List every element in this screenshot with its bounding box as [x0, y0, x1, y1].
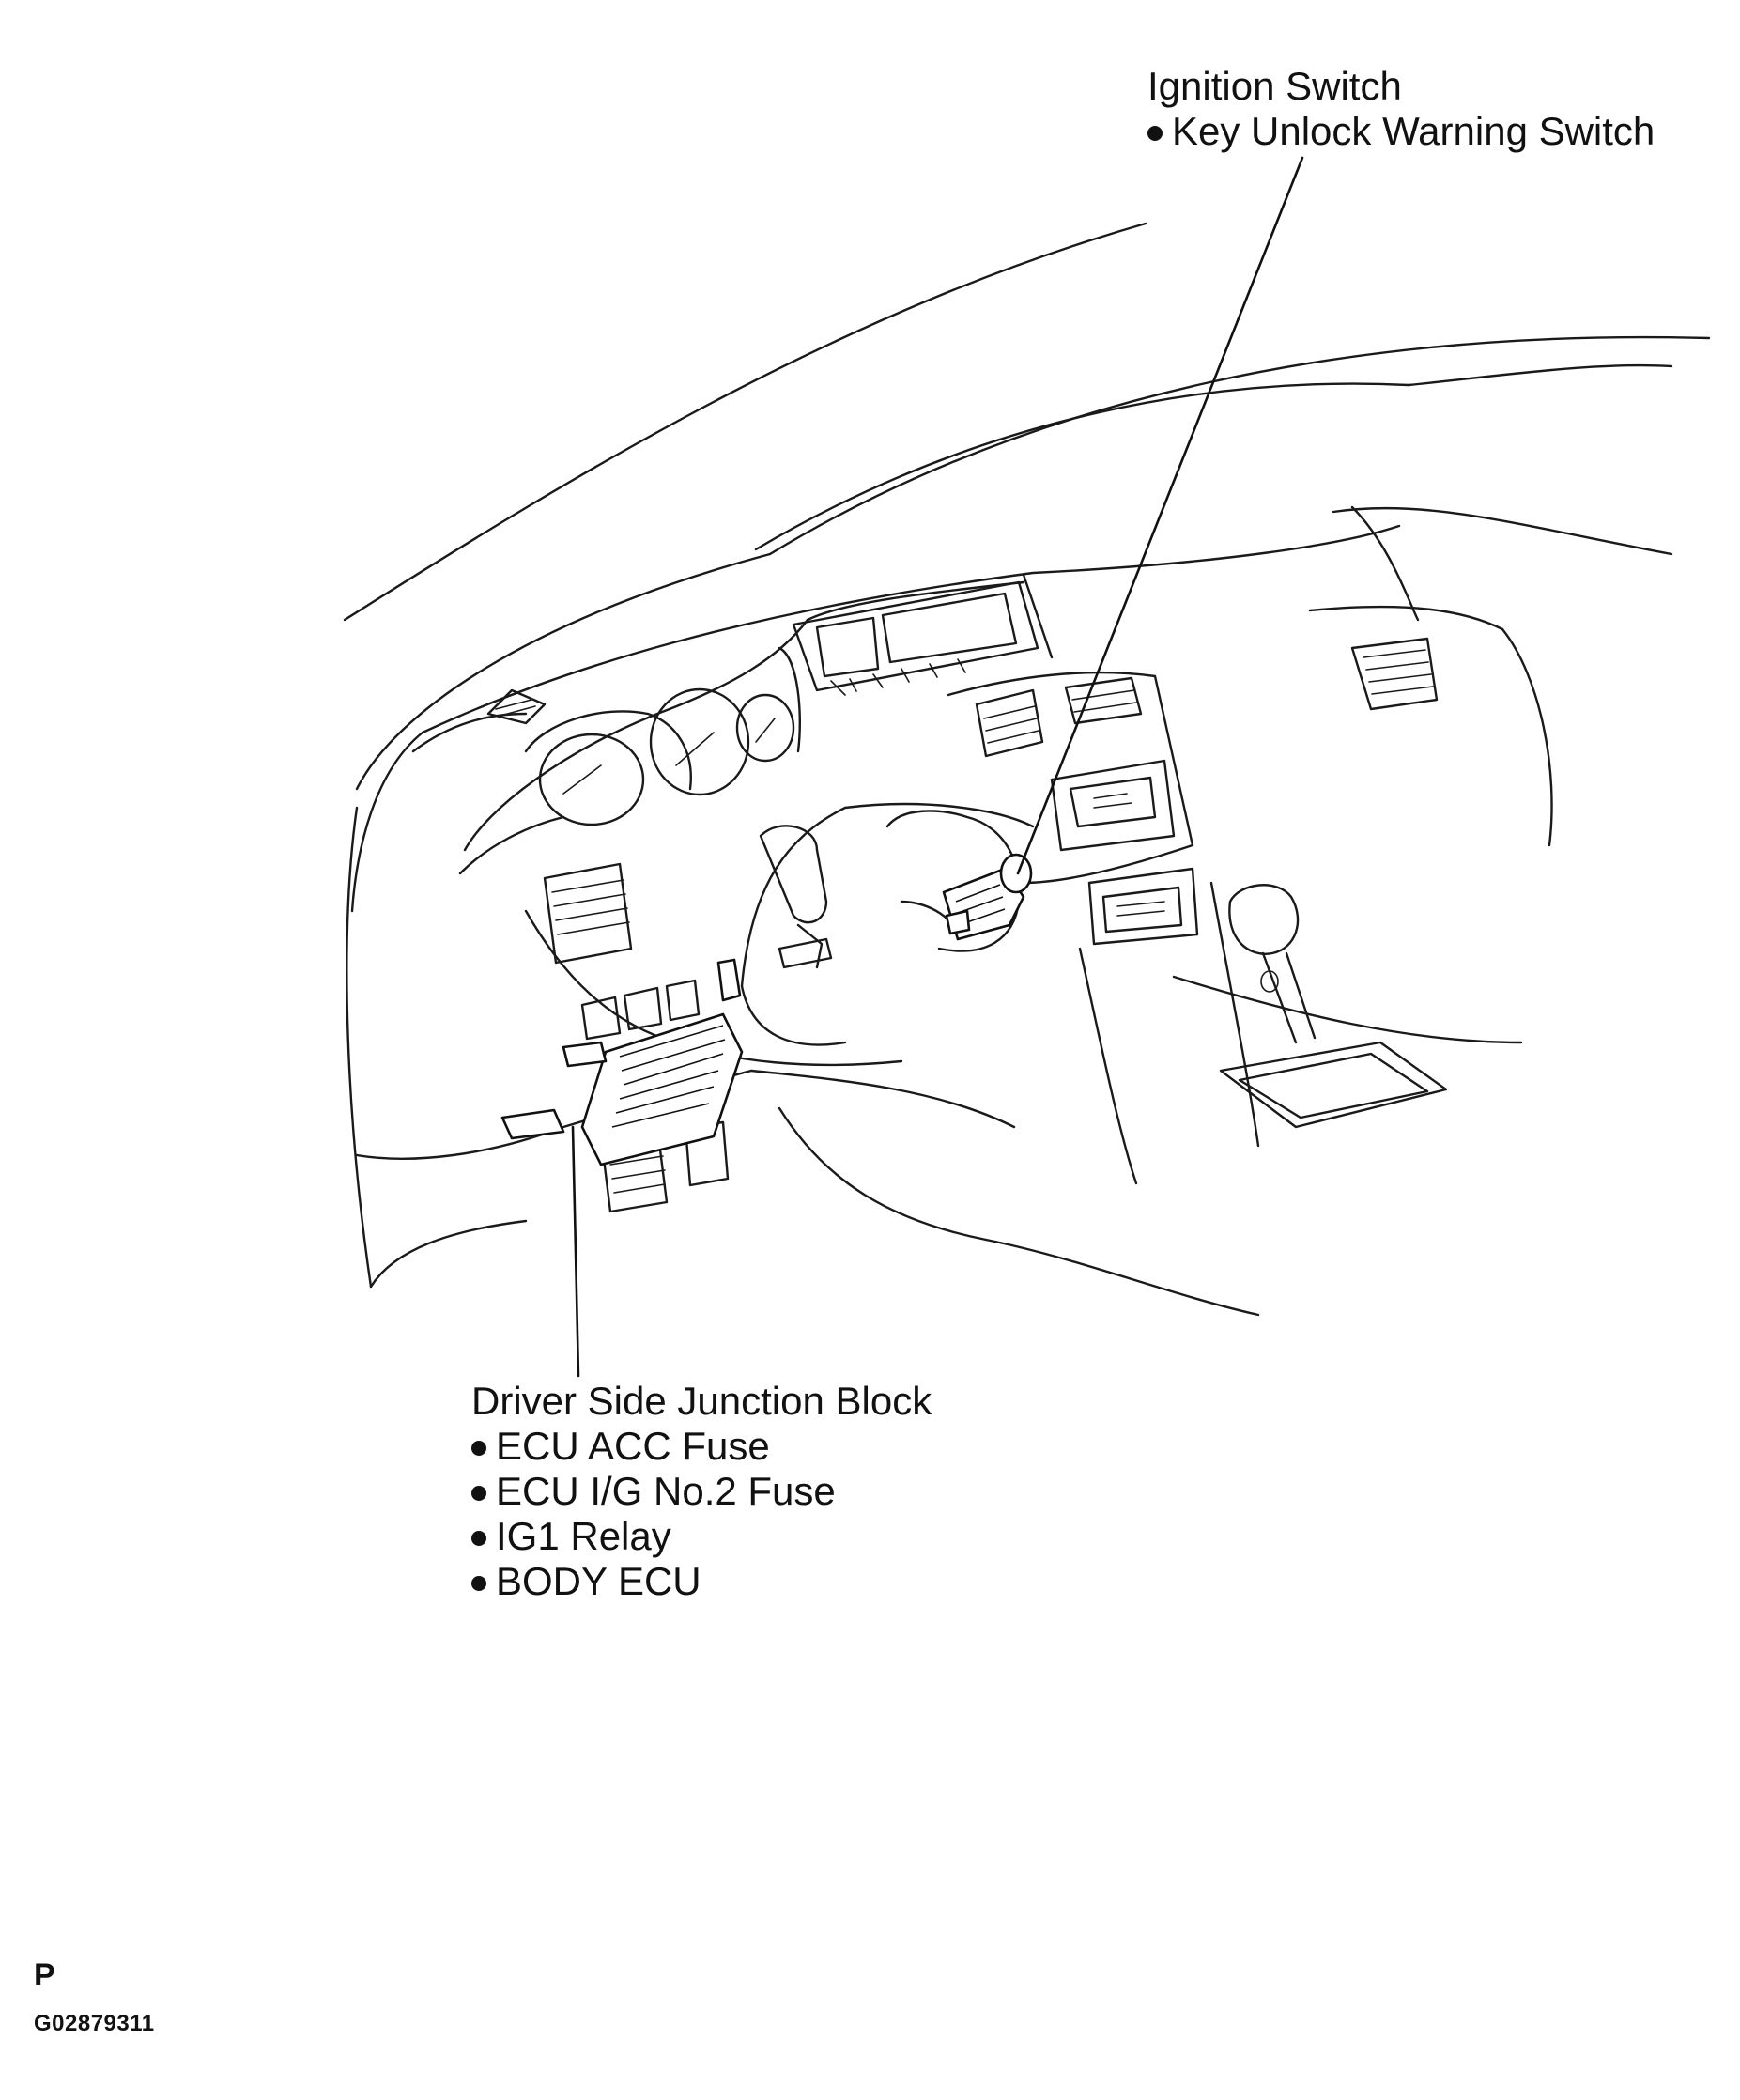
gear-shift: [1172, 884, 1523, 1129]
ig1-relay-label: IG1 Relay: [496, 1514, 671, 1558]
right-air-vent: [1308, 605, 1553, 847]
bullet-icon: [471, 1441, 486, 1456]
bullet-icon: [471, 1486, 486, 1501]
instrument-cluster: [458, 646, 801, 875]
callout-item: ECU ACC Fuse: [471, 1424, 932, 1469]
dashboard-top: [411, 505, 1420, 852]
steering-column: [740, 802, 1035, 1046]
bullet-icon: [1147, 126, 1163, 141]
junction-block-leader-line: [571, 1125, 580, 1378]
lower-dashboard: [355, 909, 1260, 1317]
center-display: [792, 573, 1054, 696]
callout-item: BODY ECU: [471, 1559, 932, 1604]
callout-item: IG1 Relay: [471, 1514, 932, 1559]
center-console: [947, 671, 1260, 1185]
junction-block-title: Driver Side Junction Block: [471, 1379, 932, 1423]
body-ecu-label: BODY ECU: [496, 1559, 701, 1603]
junction-block-callout: Driver Side Junction Block ECU ACC Fuse …: [471, 1379, 932, 1604]
callout-item: Key Unlock Warning Switch: [1147, 109, 1655, 154]
callout-item: ECU I/G No.2 Fuse: [471, 1469, 932, 1514]
ignition-leader-line: [1016, 156, 1304, 875]
ignition-switch-part: [942, 853, 1033, 941]
ignition-switch-callout: Ignition Switch Key Unlock Warning Switc…: [1147, 64, 1655, 154]
bullet-icon: [471, 1531, 486, 1546]
left-air-vent: [543, 862, 701, 1041]
junction-block-part: [500, 958, 744, 1166]
windshield-frame: [343, 222, 1711, 1289]
page-mark: P: [34, 1957, 55, 1993]
figure-id: G02879311: [34, 2011, 155, 2036]
bullet-icon: [471, 1576, 486, 1591]
ecu-acc-fuse-label: ECU ACC Fuse: [496, 1424, 770, 1468]
ignition-switch-title: Ignition Switch: [1147, 64, 1402, 108]
key-unlock-warning-switch-label: Key Unlock Warning Switch: [1172, 109, 1655, 153]
ecu-ig-no2-fuse-label: ECU I/G No.2 Fuse: [496, 1469, 836, 1513]
